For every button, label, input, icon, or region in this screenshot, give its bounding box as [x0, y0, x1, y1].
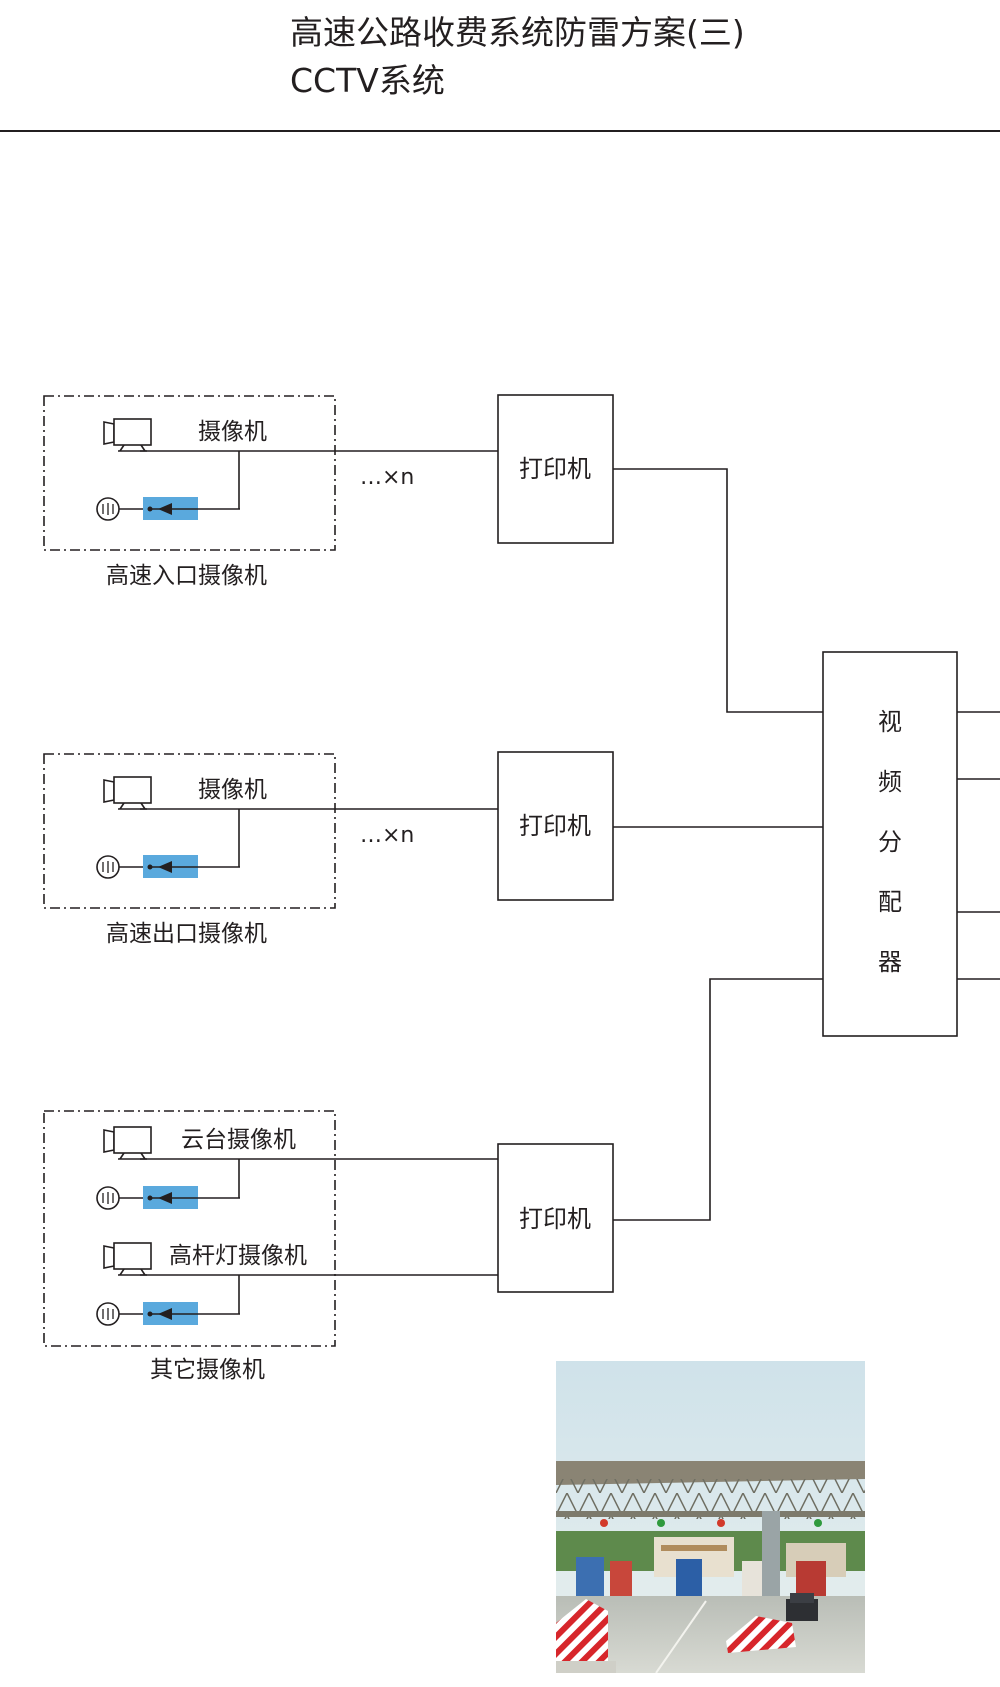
toll-station-photo [556, 1361, 865, 1673]
video-distributor-box [822, 651, 958, 1037]
surge-protector-icon [96, 854, 241, 879]
camera-icon [103, 418, 152, 452]
camera-label: 云台摄像机 [181, 1127, 296, 1153]
distributor-char: 分 [878, 828, 902, 856]
distributor-char: 视 [878, 708, 902, 736]
group-caption: 高速出口摄像机 [106, 921, 267, 947]
distributor-char: 器 [878, 948, 902, 976]
surge-protector-icon [96, 1185, 241, 1210]
exit-camera-group [43, 753, 336, 909]
printer-box-3 [497, 1143, 614, 1293]
camera-label: 摄像机 [198, 419, 267, 445]
camera-icon [103, 1126, 152, 1160]
other-camera-group [43, 1110, 336, 1347]
distributor-char: 频 [878, 768, 902, 796]
surge-protector-icon [96, 496, 241, 521]
entrance-camera-group [43, 395, 336, 551]
camera-label: 高杆灯摄像机 [169, 1243, 307, 1269]
printer-label: 打印机 [519, 812, 591, 840]
printer-label: 打印机 [519, 455, 591, 483]
printer-box-2 [497, 751, 614, 901]
camera-label: 摄像机 [198, 777, 267, 803]
page-title: 高速公路收费系统防雷方案(三) [290, 13, 745, 52]
surge-protector-icon [96, 1301, 241, 1326]
camera-icon [103, 776, 152, 810]
multiplier-label: …×n [360, 465, 414, 490]
header-divider [0, 130, 1000, 132]
printer-label: 打印机 [519, 1205, 591, 1233]
page-subtitle: CCTV系统 [290, 61, 445, 100]
camera-icon [103, 1242, 152, 1276]
group-caption: 其它摄像机 [150, 1357, 265, 1383]
multiplier-label: …×n [360, 823, 414, 848]
group-caption: 高速入口摄像机 [106, 563, 267, 589]
distributor-char: 配 [878, 888, 902, 916]
